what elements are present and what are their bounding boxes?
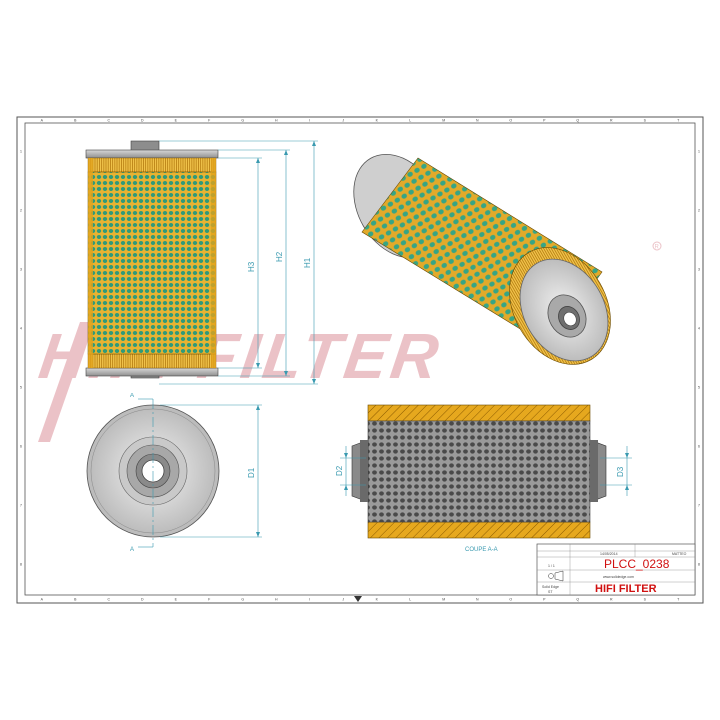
- border-letter: H: [275, 598, 278, 602]
- border-letter: N: [476, 119, 479, 123]
- border-number: 8: [698, 563, 700, 567]
- border-letter: I: [309, 598, 310, 602]
- section-marker-bottom: A: [130, 547, 134, 553]
- border-letter: M: [442, 598, 445, 602]
- svg-text:R: R: [655, 245, 660, 251]
- part-reference: PLCC_0238: [604, 557, 670, 571]
- border-number: 1: [698, 150, 700, 154]
- border-letter: B: [74, 598, 77, 602]
- border-letter: N: [476, 598, 479, 602]
- dimension-h1: H1: [303, 257, 312, 268]
- border-letter: R: [610, 598, 613, 602]
- front-view-filter: [85, 140, 219, 379]
- border-letter: C: [107, 598, 110, 602]
- border-letter: A: [41, 598, 44, 602]
- border-number: 6: [698, 445, 700, 449]
- border-numbers-right: 1 2 3 4 5 6 7 8: [698, 150, 700, 567]
- border-letter: O: [509, 598, 512, 602]
- border-letter: K: [376, 598, 379, 602]
- border-letter: J: [342, 598, 344, 602]
- title-sheet: 1 / 1: [548, 564, 555, 568]
- border-number: 2: [698, 209, 700, 213]
- dimension-h3: H3: [247, 261, 256, 272]
- border-letter: A: [41, 119, 44, 123]
- border-letter: S: [644, 119, 647, 123]
- border-letter: E: [175, 119, 178, 123]
- isometric-view-filter: [353, 153, 611, 365]
- border-number: 8: [20, 563, 22, 567]
- border-letter: H: [275, 119, 278, 123]
- title-author: MATTEO: [672, 552, 687, 556]
- border-letter: B: [74, 119, 77, 123]
- border-letter: T: [677, 119, 680, 123]
- sheet-inner-border: [24, 122, 696, 596]
- dimension-h2: H2: [275, 251, 284, 262]
- brand-name: HIFI FILTER: [595, 583, 657, 595]
- border-number: 1: [20, 150, 22, 154]
- border-letter: J: [342, 119, 344, 123]
- dimension-d1: D1: [247, 467, 256, 478]
- border-letter: E: [175, 598, 178, 602]
- border-letters-top: A B C D E F G H I J K L M N O P Q R S T: [41, 119, 681, 123]
- projection-symbol-icon: [548, 570, 564, 582]
- section-dim-arrows: [344, 453, 629, 490]
- border-numbers-left: 1 2 3 4 5 6 7 8: [20, 150, 22, 567]
- border-number: 5: [698, 386, 700, 390]
- border-letter: F: [208, 119, 210, 123]
- section-view-filter: [351, 404, 607, 539]
- title-software-sub: ST: [548, 590, 553, 594]
- border-letter: D: [141, 598, 144, 602]
- border-number: 4: [698, 327, 700, 331]
- border-letter: M: [442, 119, 445, 123]
- border-letter: T: [677, 598, 680, 602]
- border-number: 7: [20, 504, 22, 508]
- dimension-d2: D2: [335, 465, 344, 476]
- title-software: Solid Edge: [542, 585, 559, 589]
- border-number: 4: [20, 327, 22, 331]
- border-letter: L: [409, 119, 411, 123]
- border-letter: S: [644, 598, 647, 602]
- border-letter: C: [107, 119, 110, 123]
- border-letter: Q: [576, 598, 579, 602]
- border-number: 6: [20, 445, 22, 449]
- border-letters-bottom: A B C D E F G H I J K L M N O P Q R S T: [41, 598, 681, 602]
- border-letter: P: [543, 119, 546, 123]
- section-marker-top: A: [130, 393, 134, 399]
- center-mark-icon: [354, 596, 362, 602]
- d1-arrows: [256, 405, 260, 537]
- border-letter: Q: [576, 119, 579, 123]
- border-letter: G: [241, 119, 244, 123]
- border-number: 7: [698, 504, 700, 508]
- border-letter: G: [241, 598, 244, 602]
- dimension-d3: D3: [616, 466, 625, 477]
- border-letter: P: [543, 598, 546, 602]
- border-letter: K: [376, 119, 379, 123]
- dimension-lines-front: [159, 140, 318, 385]
- title-date: 14/05/2014: [600, 552, 618, 556]
- border-letter: R: [610, 119, 613, 123]
- section-caption: COUPE A-A: [465, 547, 498, 553]
- border-number: 2: [20, 209, 22, 213]
- border-letter: L: [409, 598, 411, 602]
- dimension-arrows-front: [256, 141, 316, 384]
- section-line: [138, 398, 262, 548]
- border-number: 3: [20, 268, 22, 272]
- border-number: 5: [20, 386, 22, 390]
- title-block: [536, 543, 696, 596]
- title-website: www.solidedge.com: [603, 575, 634, 579]
- border-letter: I: [309, 119, 310, 123]
- border-letter: D: [141, 119, 144, 123]
- border-letter: F: [208, 598, 210, 602]
- border-letter: O: [509, 119, 512, 123]
- border-number: 3: [698, 268, 700, 272]
